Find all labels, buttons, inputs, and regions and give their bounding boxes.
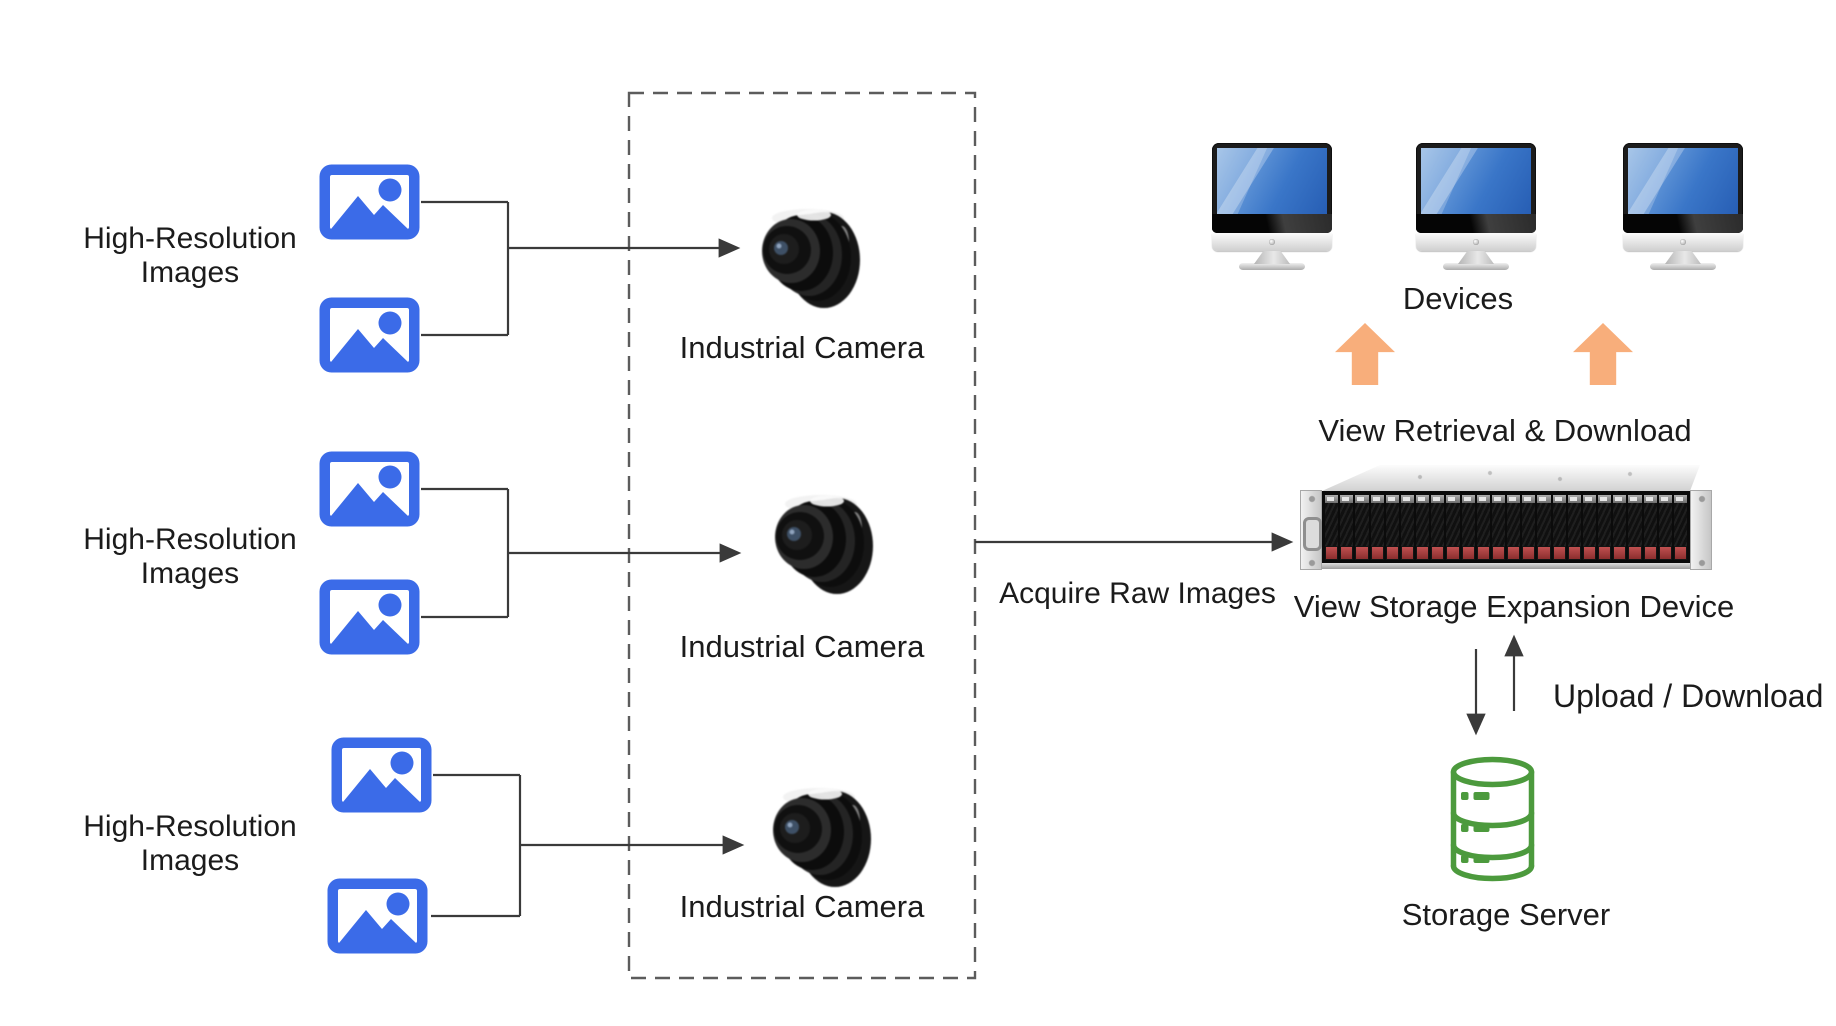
upload-download-label: Upload / Download (1553, 678, 1824, 714)
drive-bay (1340, 495, 1354, 560)
high-res-images-label-3: High-Resolution Images (83, 810, 297, 877)
image-icon (327, 878, 428, 954)
monitor-bezel-reflection (1416, 214, 1536, 233)
drive-bay (1613, 495, 1627, 560)
monitor-chin (1212, 233, 1332, 251)
drive-bay (1552, 495, 1566, 560)
rack-bottom-rail (1322, 563, 1690, 569)
drive-bay (1325, 495, 1339, 560)
industrial-camera-label-1: Industrial Camera (679, 330, 925, 365)
drive-bay (1355, 495, 1369, 560)
monitor-bezel-reflection (1623, 214, 1743, 233)
monitor-bezel (1416, 143, 1536, 233)
devices-label: Devices (1402, 281, 1514, 316)
desktop-monitor-icon (1212, 143, 1332, 270)
monitor-power-light (1680, 239, 1686, 245)
drive-bay (1582, 495, 1597, 560)
monitor-chin (1623, 233, 1743, 251)
monitor-power-light (1269, 239, 1275, 245)
drive-bay (1628, 495, 1642, 560)
drive-bay (1400, 495, 1415, 560)
industrial-camera-image (773, 788, 871, 887)
monitor-bezel-reflection (1212, 214, 1332, 233)
drive-bay (1370, 495, 1384, 560)
monitor-base (1443, 263, 1509, 270)
rack-handle (1303, 517, 1322, 551)
drive-bay (1643, 495, 1657, 560)
drive-bays (1322, 491, 1690, 563)
drive-bay (1446, 495, 1460, 560)
drive-bay (1598, 495, 1612, 560)
drive-bay (1476, 495, 1490, 560)
drive-bay (1491, 495, 1506, 560)
industrial-camera-image (775, 495, 873, 594)
image-icon (331, 737, 432, 813)
desktop-monitor-icon (1623, 143, 1743, 270)
industrial-camera-label-3: Industrial Camera (679, 889, 925, 924)
drive-bay (1658, 495, 1672, 560)
drive-bay (1537, 495, 1551, 560)
view-retrieval-download-label: View Retrieval & Download (1318, 413, 1692, 448)
database-icon (1450, 756, 1535, 882)
monitor-base (1650, 263, 1716, 270)
storage-server-label: Storage Server (1401, 897, 1611, 932)
up-arrow-icon (1335, 323, 1395, 385)
image-icon (319, 579, 420, 655)
drive-bay (1461, 495, 1475, 560)
monitor-chin (1416, 233, 1536, 251)
monitor-bezel (1623, 143, 1743, 233)
monitor-bezel (1212, 143, 1332, 233)
industrial-camera-label-2: Industrial Camera (679, 629, 925, 664)
high-res-images-label-1: High-Resolution Images (83, 222, 297, 289)
industrial-camera-image (762, 209, 860, 308)
image-icon (319, 297, 420, 373)
monitor-stand (1254, 251, 1290, 264)
monitor-screen (1217, 148, 1327, 214)
image-icon (319, 451, 420, 527)
storage-expansion-device-image (1300, 465, 1712, 570)
acquire-raw-images-label: Acquire Raw Images (999, 577, 1276, 610)
up-arrow-icon (1573, 323, 1633, 385)
rack-top-panel (1322, 465, 1700, 491)
monitor-stand (1665, 251, 1701, 264)
rack-mount-ear-right (1690, 490, 1712, 570)
image-icon (319, 164, 420, 240)
drive-bay (1673, 495, 1688, 560)
desktop-monitor-icon (1416, 143, 1536, 270)
drive-bay (1431, 495, 1445, 560)
monitor-power-light (1473, 239, 1479, 245)
drive-bay (1522, 495, 1536, 560)
drive-bay (1567, 495, 1581, 560)
high-res-images-label-2: High-Resolution Images (83, 523, 297, 590)
rack-mount-ear-left (1300, 490, 1322, 570)
monitor-screen (1628, 148, 1738, 214)
storage-expansion-device-label: View Storage Expansion Device (1293, 589, 1735, 624)
drive-bay (1416, 495, 1430, 560)
monitor-stand (1458, 251, 1494, 264)
monitor-screen (1421, 148, 1531, 214)
drive-bay (1385, 495, 1399, 560)
drive-bay (1507, 495, 1521, 560)
monitor-base (1239, 263, 1305, 270)
